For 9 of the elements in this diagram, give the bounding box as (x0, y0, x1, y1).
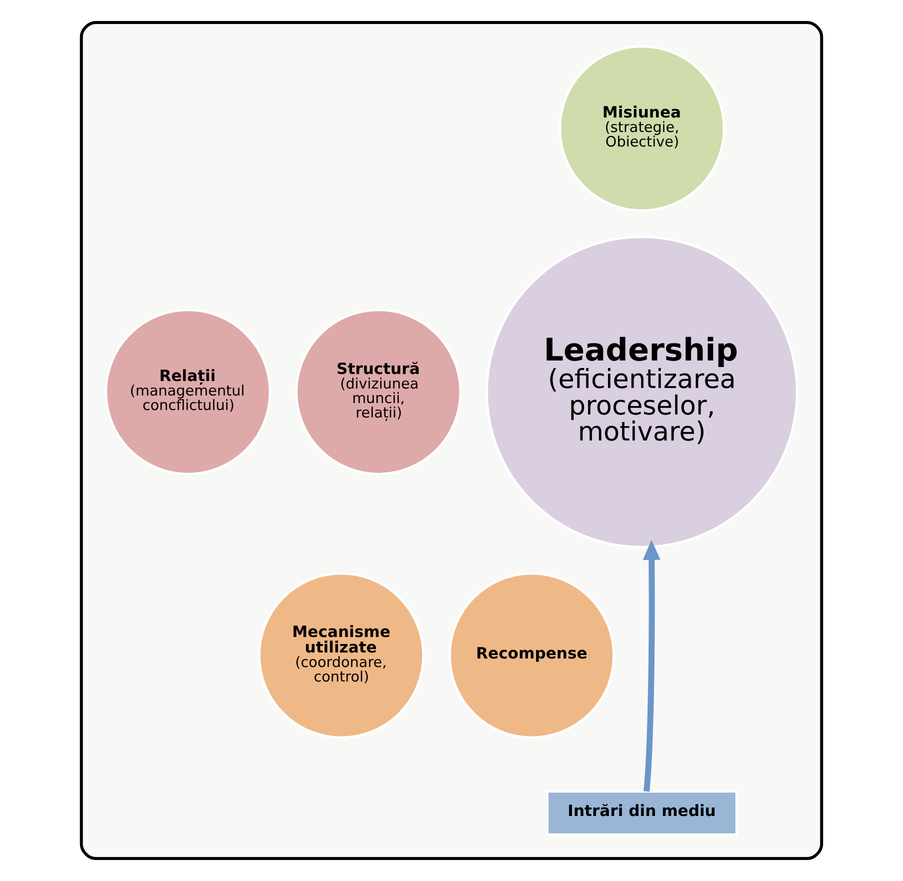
node-circle: Mecanisme utilizate (coordonare, control) (258, 572, 425, 739)
node-box: Intrări din mediu (546, 790, 738, 836)
node-circle: Recompense (448, 572, 615, 739)
node-circle: Leadership (eficientizarea proceselor, motivare) (486, 236, 798, 548)
node-circle: Structură (diviziunea muncii, relații) (295, 308, 462, 476)
node-circle: Relații (managementul concflictului) (104, 308, 272, 476)
node-circle: Misiunea (strategie, Obiective) (558, 45, 726, 212)
arrow (642, 540, 660, 792)
cluster (80, 20, 824, 860)
